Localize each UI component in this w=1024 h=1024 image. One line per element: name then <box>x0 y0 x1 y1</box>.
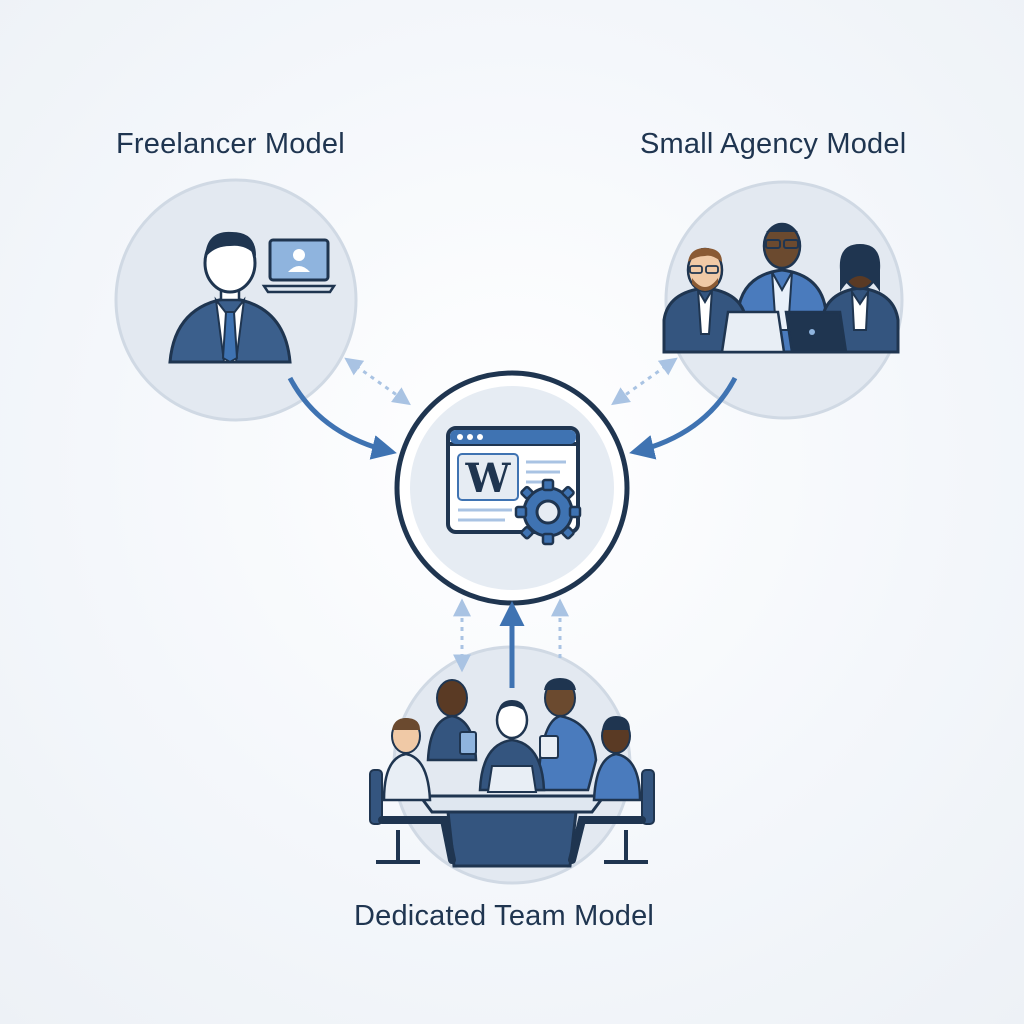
agency-center-dotted-arrow <box>611 357 678 406</box>
agency-to-center-arrow <box>629 376 738 460</box>
freelancer-model-label: Freelancer Model <box>116 128 345 160</box>
gear-icon <box>514 478 582 546</box>
single-person-with-laptop-icon <box>168 231 337 364</box>
three-people-with-laptops-icon <box>662 222 900 354</box>
small-agency-model-label: Small Agency Model <box>640 128 907 160</box>
team-node <box>369 645 655 885</box>
wordpress-glyph: W <box>465 455 512 502</box>
agency-node <box>662 180 904 420</box>
freelancer-node <box>114 178 358 422</box>
wordpress-site-with-gear-icon: W <box>446 426 582 546</box>
dedicated-team-model-label: Dedicated Team Model <box>354 900 655 932</box>
team-at-conference-table-icon <box>369 678 655 868</box>
freelancer-to-center-arrow <box>287 376 397 460</box>
wordpress-center-node: W <box>394 370 630 606</box>
freelancer-center-dotted-arrow <box>344 357 411 406</box>
